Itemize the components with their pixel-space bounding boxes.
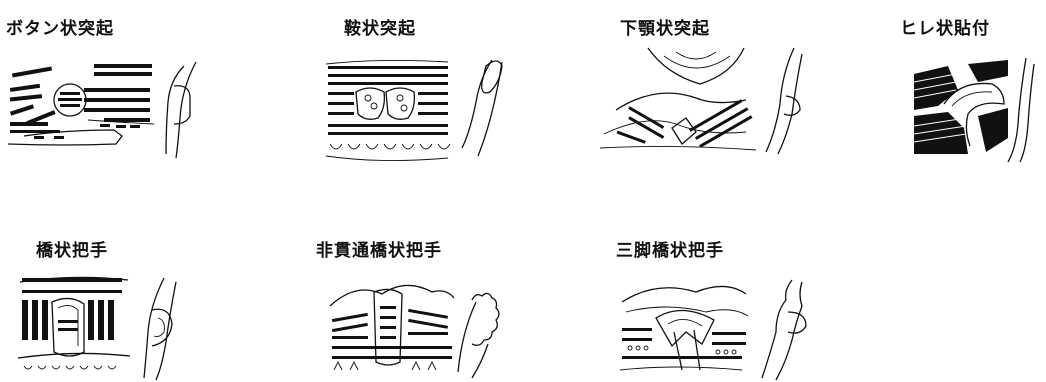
figure-caption: 下顎状突起 — [620, 19, 710, 39]
figure-caption: 非貫通橋状把手 — [316, 241, 442, 261]
sherd-illustration — [908, 54, 1038, 164]
sherd-illustration — [14, 272, 184, 382]
sherd-illustration — [4, 58, 204, 168]
figure-caption: 鞍状突起 — [344, 19, 416, 39]
figure-caption: ボタン状突起 — [6, 19, 114, 39]
sherd-illustration — [616, 272, 816, 382]
sherd-illustration — [322, 52, 512, 172]
figure-caption: 三脚橋状把手 — [616, 241, 724, 261]
figure-caption: ヒレ状貼付 — [900, 19, 990, 39]
figure-caption: 橋状把手 — [36, 241, 108, 261]
sherd-illustration — [326, 272, 506, 382]
sherd-illustration — [596, 44, 806, 156]
